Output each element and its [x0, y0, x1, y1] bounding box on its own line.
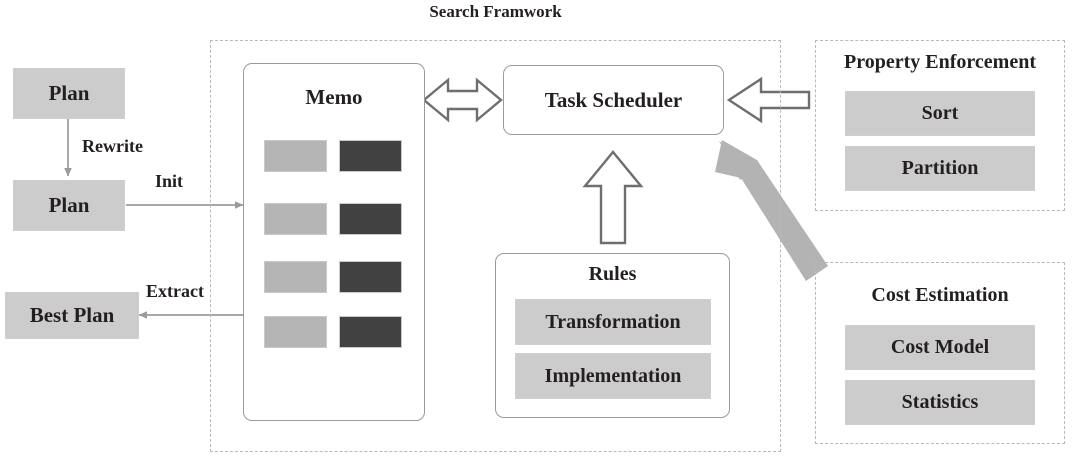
memo-row-2-right-chip[interactable]: [339, 261, 402, 293]
cost-item-statistics-label: Statistics: [901, 391, 979, 413]
memo-row-0-left-chip[interactable]: [264, 140, 327, 172]
property-enforcement-group: Property Enforcement Sort Partition: [815, 40, 1065, 211]
property-item-sort-label: Sort: [921, 102, 959, 124]
property-item-sort[interactable]: Sort: [845, 91, 1035, 136]
rules-title: Rules: [588, 263, 637, 285]
property-item-partition[interactable]: Partition: [845, 146, 1035, 191]
rules-item-implementation-label: Implementation: [544, 364, 682, 387]
cost-item-cost-model[interactable]: Cost Model: [845, 325, 1035, 370]
rules-item-transformation-label: Transformation: [545, 310, 681, 333]
property-item-partition-label: Partition: [901, 157, 979, 179]
rules-box[interactable]: Rules Transformation Implementation: [495, 253, 730, 418]
best-plan-label: Best Plan: [29, 303, 115, 327]
property-enforcement-title: Property Enforcement: [844, 51, 1036, 73]
memo-row-2-left-chip[interactable]: [264, 261, 327, 293]
rules-item-implementation[interactable]: Implementation: [515, 353, 711, 399]
task-scheduler-label: Task Scheduler: [544, 87, 683, 112]
best-plan-box[interactable]: Best Plan: [5, 292, 139, 339]
memo-row-3-right-chip[interactable]: [339, 316, 402, 348]
init-edge-label: Init: [155, 171, 184, 191]
plan-top-label: Plan: [48, 81, 90, 105]
extract-edge-label: Extract: [146, 281, 204, 301]
cost-estimation-title: Cost Estimation: [871, 284, 1009, 306]
plan-bottom-box[interactable]: Plan: [13, 180, 125, 231]
search-framework-group: [210, 40, 781, 452]
task-scheduler-box[interactable]: Task Scheduler: [503, 65, 724, 135]
search-framework-title: Search Framwork: [429, 2, 562, 21]
memo-row-1-right-chip[interactable]: [339, 203, 402, 235]
rewrite-edge-label: Rewrite: [82, 136, 143, 156]
memo-row-0-right-chip[interactable]: [339, 140, 402, 172]
plan-top-box[interactable]: Plan: [13, 68, 125, 119]
rules-item-transformation[interactable]: Transformation: [515, 299, 711, 345]
cost-item-cost-model-label: Cost Model: [890, 336, 990, 358]
memo-row-1-left-chip[interactable]: [264, 203, 327, 235]
memo-title: Memo: [305, 85, 363, 109]
plan-bottom-label: Plan: [48, 193, 90, 217]
cost-estimation-group: Cost Estimation Cost Model Statistics: [815, 262, 1065, 444]
memo-box[interactable]: Memo: [243, 63, 425, 421]
memo-row-3-left-chip[interactable]: [264, 316, 327, 348]
cost-item-statistics[interactable]: Statistics: [845, 380, 1035, 425]
